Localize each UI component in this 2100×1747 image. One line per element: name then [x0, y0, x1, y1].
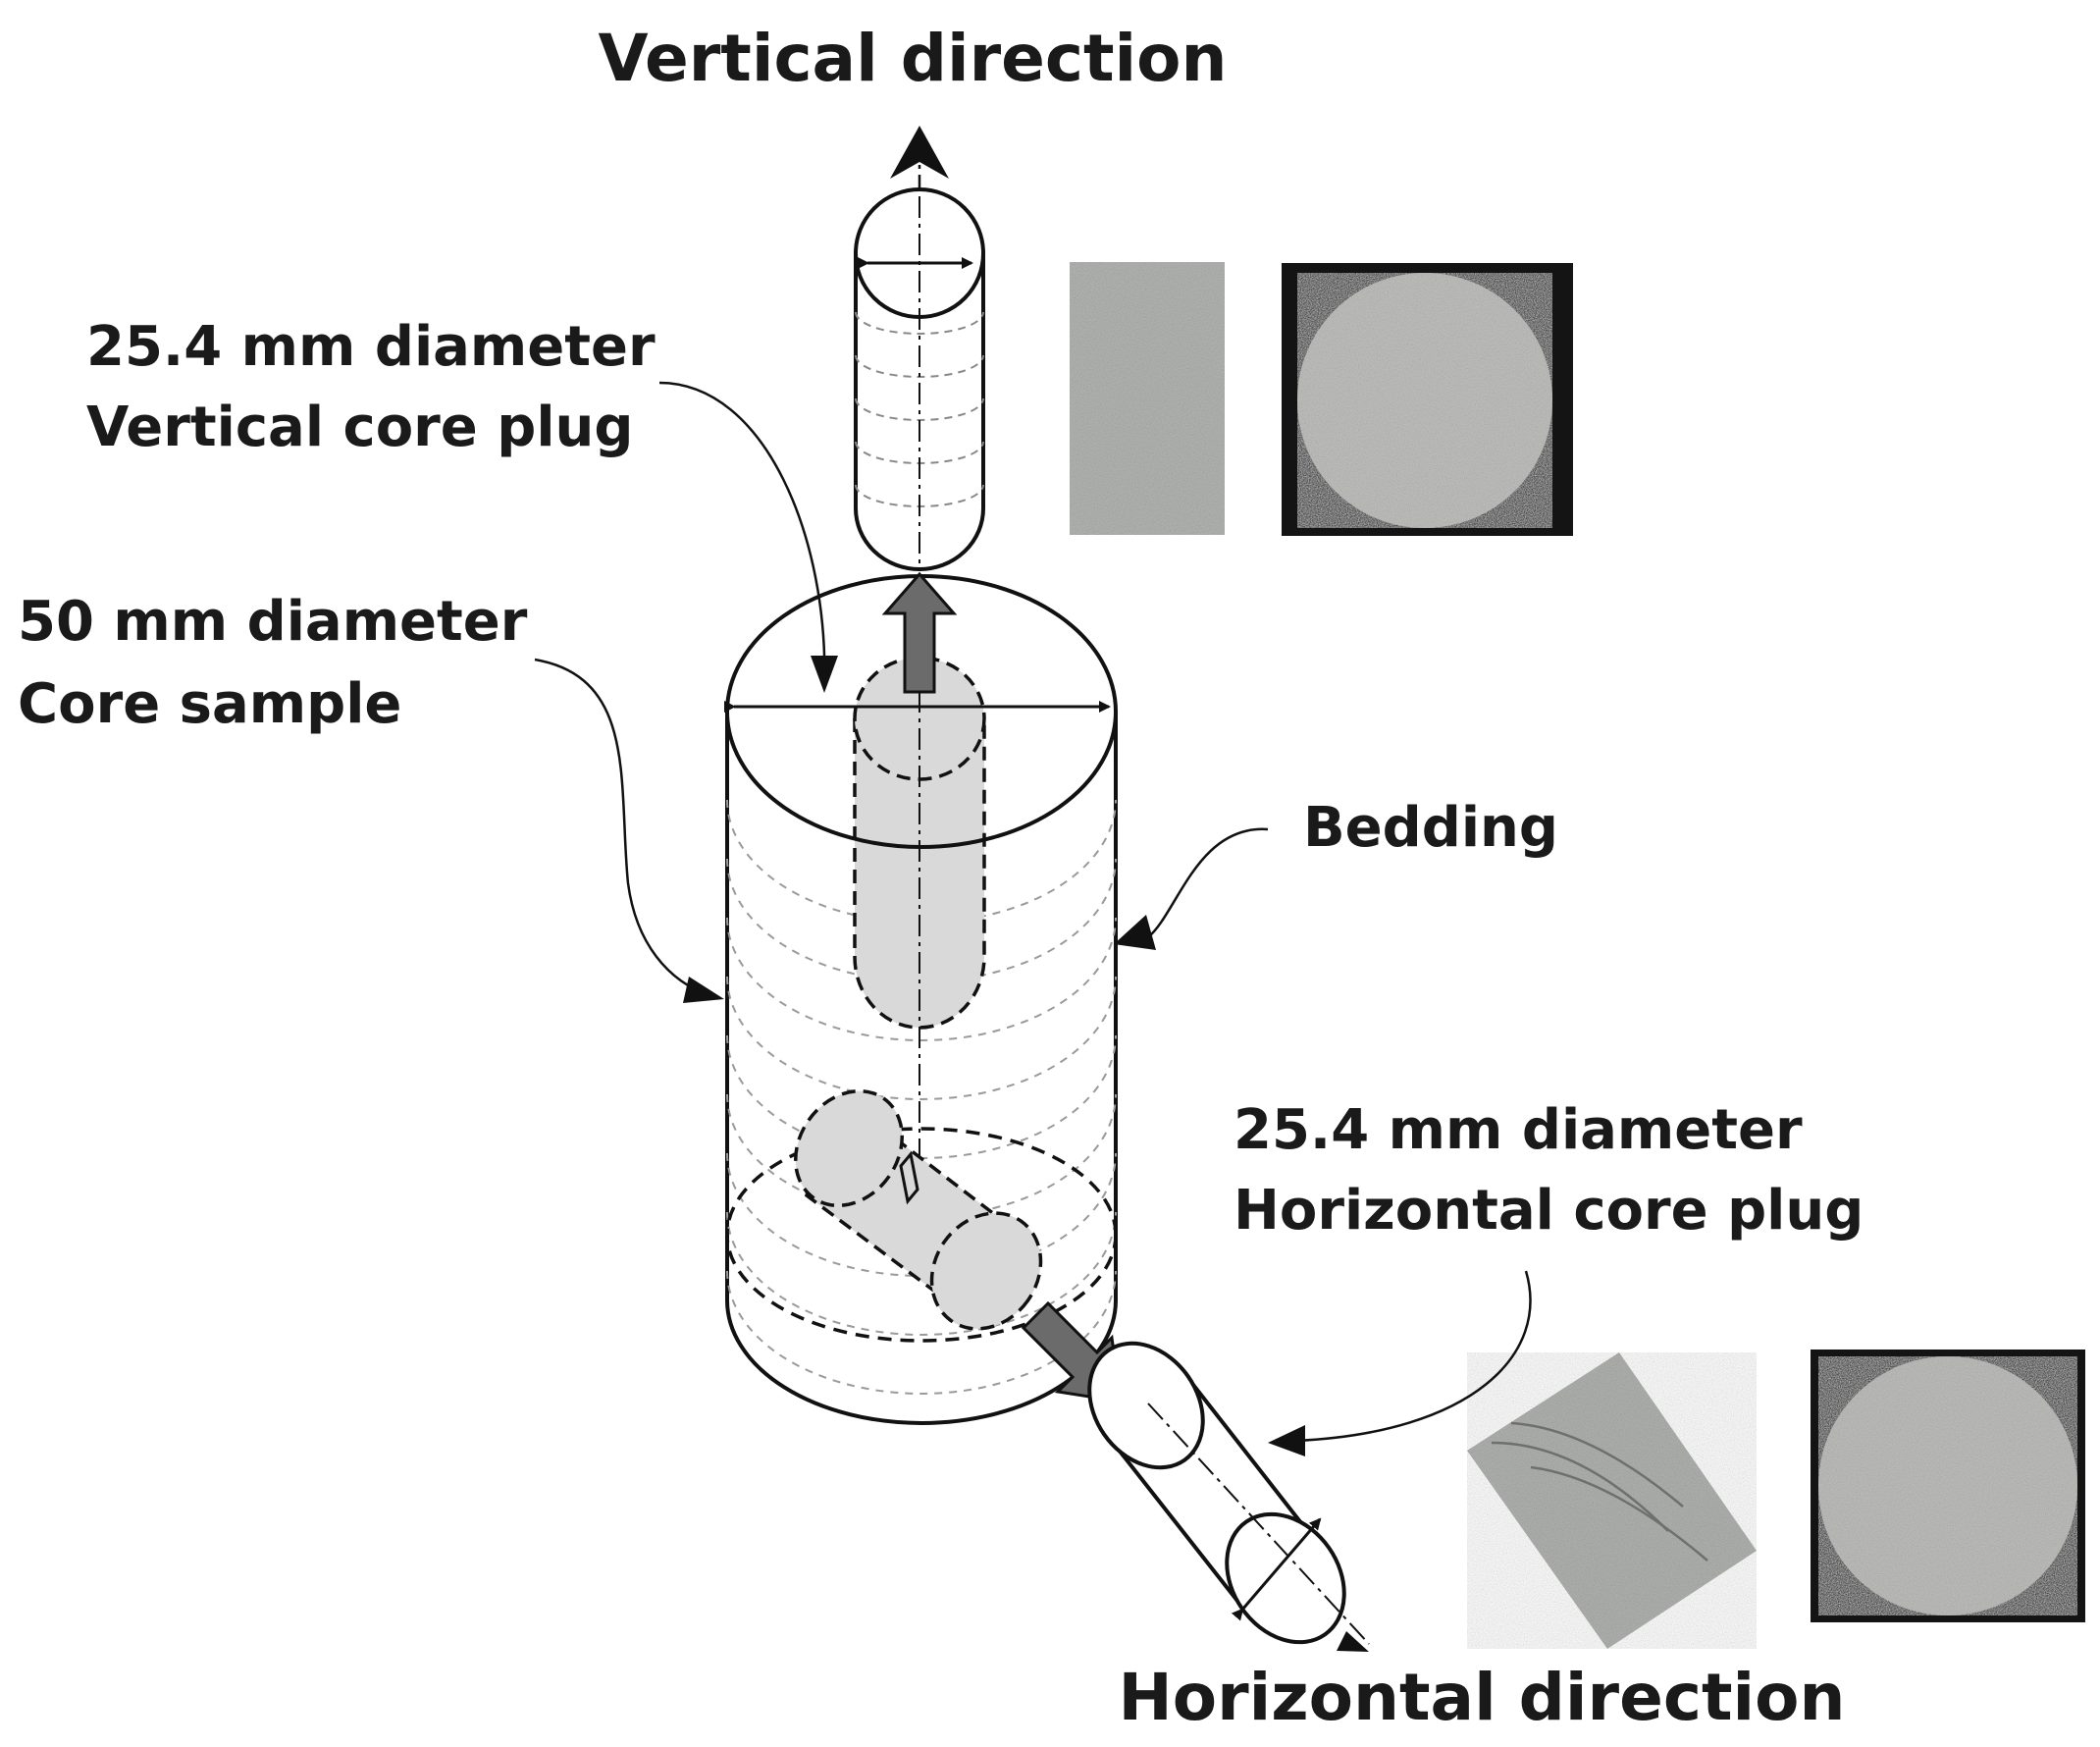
horizontal-plug-leader-head	[1268, 1425, 1305, 1456]
vertical-core-plug	[854, 187, 985, 571]
vertical-plug-leader	[658, 381, 826, 688]
horizontal-direction-arrowhead	[1337, 1631, 1369, 1652]
vertical-direction-label: Vertical direction	[598, 21, 1227, 96]
vertical-plug-label-line1: 25.4 mm diameter	[86, 315, 656, 379]
horizontal-core-plug	[1087, 1341, 1370, 1645]
vertical-plug-side-photo	[1070, 262, 1225, 535]
horizontal-plug-label-line2: Horizontal core plug	[1234, 1179, 1864, 1243]
bedding-leader	[1147, 827, 1269, 938]
vertical-plug-leader-head	[811, 656, 838, 693]
bedding-leader-head	[1114, 915, 1156, 950]
horizontal-plug-side-photo	[1467, 1352, 1757, 1649]
horizontal-plug-leader	[1294, 1270, 1532, 1443]
core-sample-label-line1: 50 mm diameter	[18, 590, 528, 654]
core-sample-leader-head	[683, 977, 724, 1003]
horizontal-plug-face-photo	[1811, 1350, 2085, 1622]
vertical-extraction-arrow	[881, 571, 958, 694]
bedding-label: Bedding	[1303, 796, 1558, 860]
core-sample-cylinder	[724, 571, 1118, 1425]
vertical-direction-arrowhead	[890, 126, 949, 179]
core-sample-leader	[534, 658, 712, 998]
horizontal-plug-label-line1: 25.4 mm diameter	[1234, 1098, 1803, 1162]
vertical-plug-label-line2: Vertical core plug	[86, 396, 634, 459]
vertical-plug-face-photo	[1282, 263, 1573, 536]
horizontal-direction-label: Horizontal direction	[1119, 1660, 1846, 1735]
core-sample-label-line2: Core sample	[18, 672, 401, 736]
inner-horizontal-plug	[794, 1088, 1043, 1331]
